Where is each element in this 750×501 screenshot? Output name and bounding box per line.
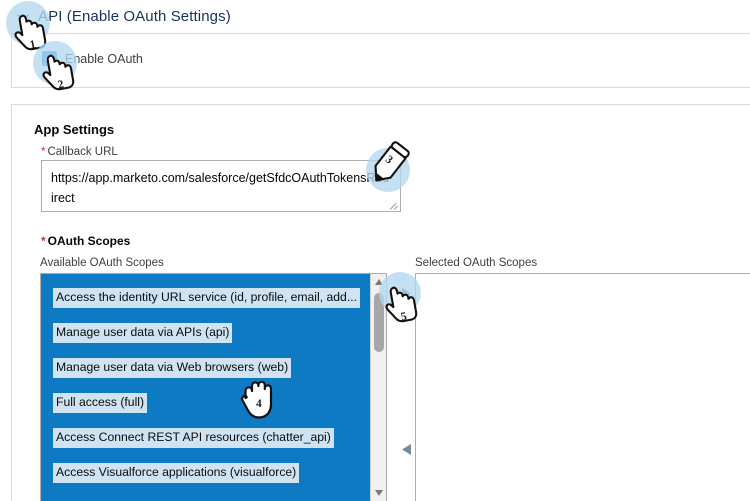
page-title: API (Enable OAuth Settings): [38, 8, 231, 25]
app-settings-panel: App Settings *Callback URL https://app.m…: [11, 104, 750, 501]
scrollbar[interactable]: [370, 274, 386, 501]
enable-oauth-label: Enable OAuth: [65, 51, 143, 66]
enable-oauth-checkbox[interactable]: [42, 51, 57, 66]
transfer-right-button[interactable]: [396, 283, 416, 303]
scrollbar-thumb[interactable]: [374, 293, 384, 352]
list-item[interactable]: Access Connect REST API resources (chatt…: [53, 428, 334, 448]
chevron-down-icon[interactable]: [14, 8, 32, 26]
oauth-scopes-label-text: OAuth Scopes: [47, 234, 131, 248]
arrow-left-icon: [401, 443, 411, 455]
required-asterisk: *: [41, 234, 46, 248]
scroll-up-arrow-icon[interactable]: [371, 274, 386, 290]
list-item[interactable]: Manage user data via APIs (api): [53, 323, 233, 343]
callback-url-label: *Callback URL: [41, 146, 118, 158]
available-scopes-listbox[interactable]: Access the identity URL service (id, pro…: [40, 273, 387, 501]
selected-scopes-listbox[interactable]: [415, 273, 750, 501]
scroll-down-arrow-icon[interactable]: [371, 485, 386, 501]
list-item[interactable]: Access Visualforce applications (visualf…: [53, 463, 300, 483]
enable-oauth-panel: Enable OAuth: [11, 33, 750, 88]
list-item[interactable]: Access the identity URL service (id, pro…: [53, 288, 360, 308]
callback-url-label-text: Callback URL: [47, 146, 118, 158]
arrow-right-icon: [401, 287, 411, 299]
list-item[interactable]: Full access (full): [53, 393, 148, 413]
selected-scopes-label: Selected OAuth Scopes: [415, 257, 538, 269]
oauth-scopes-label: *OAuth Scopes: [41, 234, 130, 248]
checkmark-icon: [44, 54, 55, 62]
api-section-header[interactable]: API (Enable OAuth Settings): [0, 0, 750, 33]
enable-oauth-row[interactable]: Enable OAuth: [42, 51, 143, 66]
list-item[interactable]: Manage user data via Web browsers (web): [53, 358, 292, 378]
app-settings-heading: App Settings: [34, 122, 115, 137]
required-asterisk: *: [41, 146, 46, 158]
transfer-left-button[interactable]: [396, 439, 416, 459]
available-scopes-label: Available OAuth Scopes: [40, 257, 164, 269]
callback-url-input[interactable]: https://app.marketo.com/salesforce/getSf…: [41, 160, 401, 212]
